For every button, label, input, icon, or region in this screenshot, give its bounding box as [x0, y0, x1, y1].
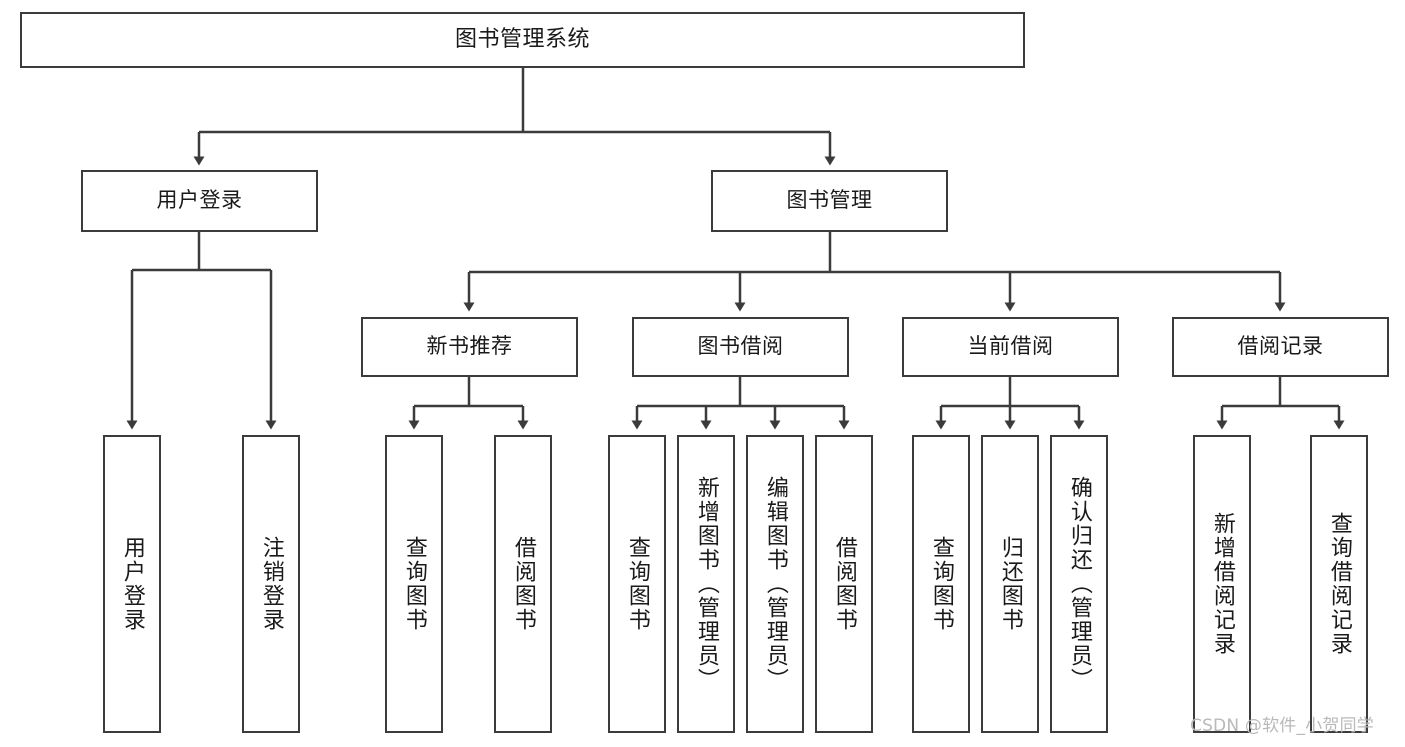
- node-leaf-add-book[interactable]: 新增图书（管理员）: [677, 435, 735, 733]
- node-leaf-query-book-3[interactable]: 查询图书: [912, 435, 970, 733]
- node-leaf-query-book-2[interactable]: 查询图书: [608, 435, 666, 733]
- node-label: 查询借阅记录: [1326, 512, 1352, 656]
- node-label: 编辑图书（管理员）: [762, 476, 788, 692]
- node-leaf-return-book[interactable]: 归还图书: [981, 435, 1039, 733]
- node-leaf-user-login[interactable]: 用户登录: [103, 435, 161, 733]
- node-leaf-query-record[interactable]: 查询借阅记录: [1310, 435, 1368, 733]
- node-label: 用户登录: [119, 536, 145, 632]
- node-current-borrow[interactable]: 当前借阅: [902, 317, 1119, 377]
- node-label: 归还图书: [997, 536, 1023, 632]
- node-label: 用户登录: [156, 188, 243, 213]
- node-label: 图书借阅: [697, 334, 784, 359]
- node-leaf-edit-book[interactable]: 编辑图书（管理员）: [746, 435, 804, 733]
- node-label: 注销登录: [258, 536, 284, 632]
- node-label: 查询图书: [624, 536, 650, 632]
- node-book-borrow[interactable]: 图书借阅: [632, 317, 849, 377]
- node-label: 新增图书（管理员）: [693, 476, 719, 692]
- node-label: 查询图书: [928, 536, 954, 632]
- node-borrow-record[interactable]: 借阅记录: [1172, 317, 1389, 377]
- node-label: 借阅图书: [831, 536, 857, 632]
- node-label: 借阅记录: [1237, 334, 1324, 359]
- node-new-book-recommend[interactable]: 新书推荐: [361, 317, 578, 377]
- node-leaf-logout[interactable]: 注销登录: [242, 435, 300, 733]
- node-user-login[interactable]: 用户登录: [81, 170, 318, 232]
- node-label: 图书管理系统: [454, 26, 590, 52]
- node-label: 查询图书: [401, 536, 427, 632]
- node-book-manage[interactable]: 图书管理: [711, 170, 948, 232]
- node-leaf-confirm-return[interactable]: 确认归还（管理员）: [1050, 435, 1108, 733]
- node-label: 新书推荐: [426, 334, 513, 359]
- node-label: 确认归还（管理员）: [1066, 476, 1092, 692]
- node-label: 新增借阅记录: [1209, 512, 1235, 656]
- node-root-book-management-system[interactable]: 图书管理系统: [20, 12, 1025, 68]
- csdn-watermark: CSDN @软件_小贺同学: [1190, 716, 1374, 736]
- node-leaf-add-record[interactable]: 新增借阅记录: [1193, 435, 1251, 733]
- node-leaf-query-book-1[interactable]: 查询图书: [385, 435, 443, 733]
- node-leaf-borrow-book-1[interactable]: 借阅图书: [494, 435, 552, 733]
- node-label: 图书管理: [786, 188, 873, 213]
- node-label: 借阅图书: [510, 536, 536, 632]
- node-leaf-borrow-book-2[interactable]: 借阅图书: [815, 435, 873, 733]
- node-label: 当前借阅: [967, 334, 1054, 359]
